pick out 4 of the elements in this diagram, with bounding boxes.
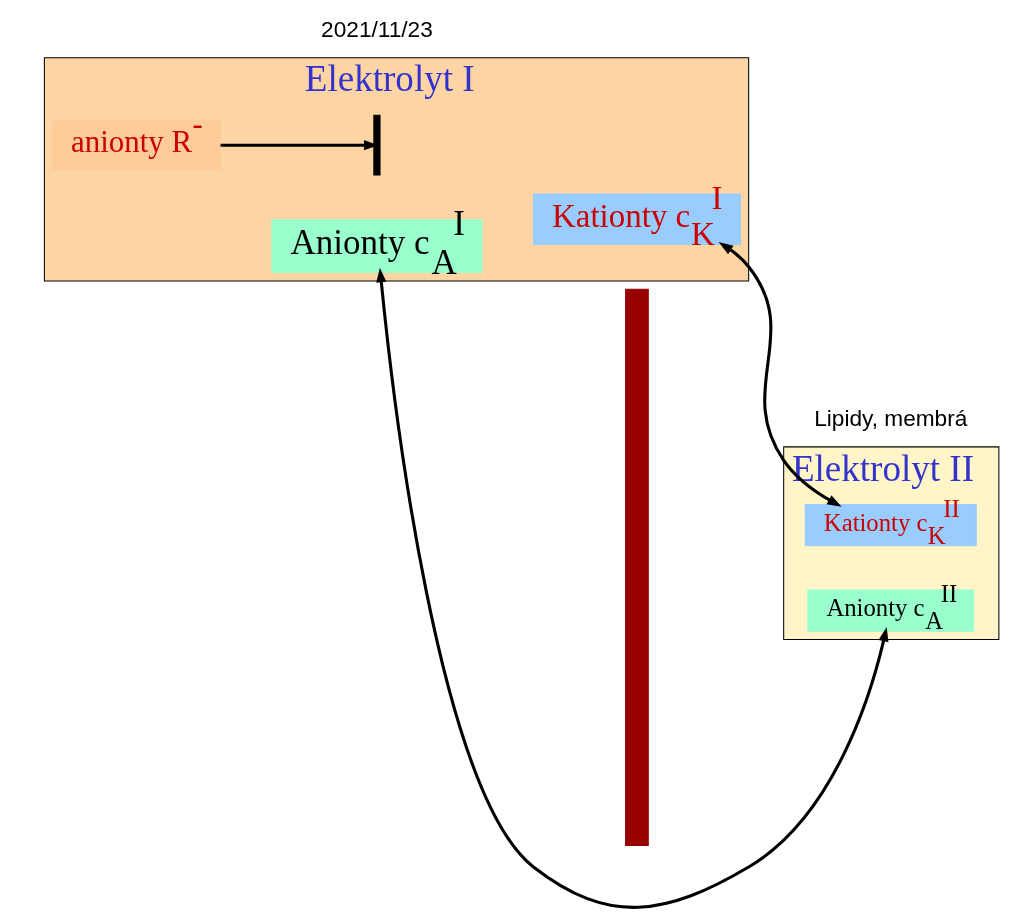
label: 2021/11/23 <box>321 15 433 42</box>
label: Lipidy, membrá <box>814 404 968 431</box>
node-label: II <box>943 495 960 522</box>
node-label: I <box>711 179 723 216</box>
